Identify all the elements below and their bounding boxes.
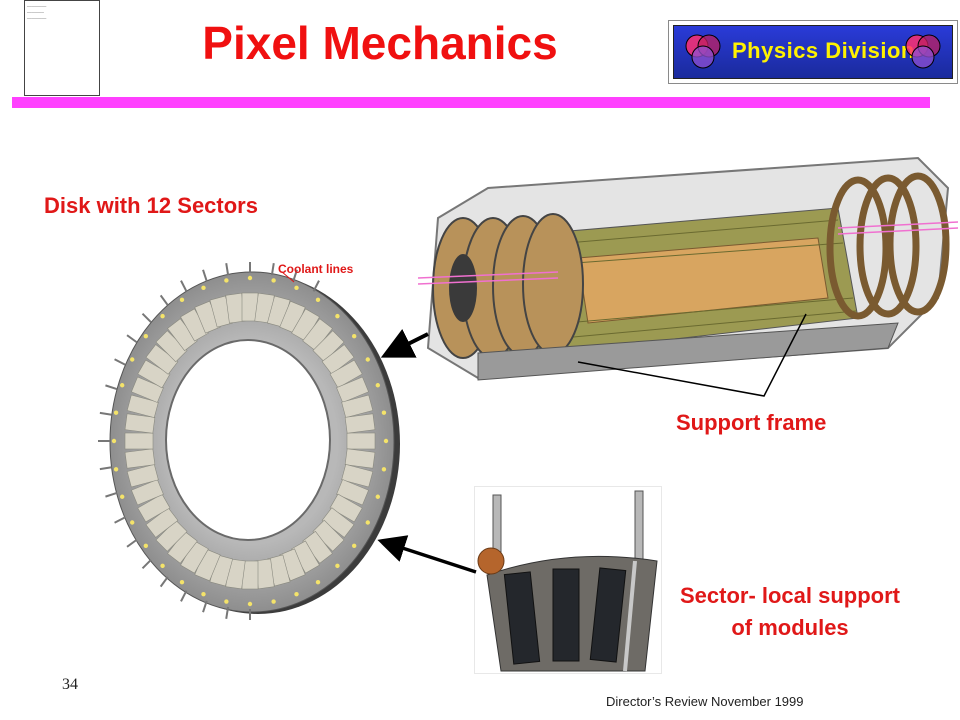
rim-dot xyxy=(160,563,165,569)
rim-dot xyxy=(143,334,149,339)
rim-dot xyxy=(179,579,185,585)
disk-module xyxy=(346,432,376,450)
support-frame-label: Support frame xyxy=(676,410,827,435)
disk-pin xyxy=(105,491,118,498)
disk-pin xyxy=(114,516,126,524)
disk-pin xyxy=(114,358,126,366)
rim-dot xyxy=(160,313,165,319)
detector-barrel-illustration xyxy=(418,156,958,381)
rim-dot xyxy=(271,599,276,604)
rim-dot xyxy=(335,563,340,569)
disk-pin xyxy=(126,334,138,344)
rim-dot xyxy=(315,579,321,585)
rim-dot xyxy=(381,467,387,472)
disk-module xyxy=(131,479,164,506)
disk-pin xyxy=(159,294,169,306)
disk-pin xyxy=(159,576,169,588)
rim-dot xyxy=(315,297,321,303)
rim-dot xyxy=(224,278,229,283)
disk-illustration xyxy=(98,262,400,620)
disk-pin xyxy=(312,280,320,292)
rim-dot xyxy=(247,601,253,607)
disk-pin xyxy=(202,600,208,613)
footer-text: Director’s Review November 1999 xyxy=(606,694,804,709)
rim-dot xyxy=(335,313,340,319)
disk-pin xyxy=(180,590,188,602)
rim-dot xyxy=(375,383,380,388)
disk-module xyxy=(131,376,164,403)
rim-dot xyxy=(375,494,380,499)
rim-dot xyxy=(113,467,119,472)
rim-dot xyxy=(179,297,185,303)
disk-module xyxy=(312,330,345,363)
disk-pin xyxy=(270,263,275,276)
disk-pin xyxy=(99,466,112,471)
disk-pin xyxy=(141,559,152,569)
sector-label-line1: Sector- local support xyxy=(679,583,901,608)
disk-module xyxy=(126,463,159,488)
rim-dot xyxy=(113,410,119,415)
rim-dot xyxy=(111,438,117,444)
rim-dot xyxy=(201,591,206,597)
disk-module xyxy=(321,344,355,375)
disk-module xyxy=(124,413,156,434)
rim-dot xyxy=(383,438,389,444)
rim-dot xyxy=(294,591,299,597)
document-stamp: ──────── ─────── ──────── xyxy=(24,0,100,96)
disk-module xyxy=(137,493,171,523)
rim-dot xyxy=(120,383,125,388)
rim-dot xyxy=(143,543,149,548)
rim-dot xyxy=(130,357,135,362)
slide-title: Pixel Mechanics xyxy=(202,17,558,69)
disk-pin xyxy=(99,411,112,416)
badge-panel: Physics Division xyxy=(673,25,953,79)
disk-module xyxy=(329,359,363,389)
rim-dot xyxy=(351,543,357,548)
rim-dot xyxy=(201,285,206,291)
sector-photo xyxy=(474,486,662,674)
badge-text: Physics Division xyxy=(732,38,915,63)
rim-dot xyxy=(224,599,229,604)
disk-module xyxy=(336,479,369,506)
physics-division-badge: Physics Division xyxy=(668,20,958,84)
disk-pin xyxy=(225,606,230,619)
disk-module xyxy=(341,463,374,488)
disk-pin xyxy=(180,280,188,292)
disk-module xyxy=(155,519,188,552)
disk-module xyxy=(126,394,159,419)
rim-dot xyxy=(381,410,387,415)
sector-label-line2: of modules xyxy=(731,615,849,640)
disk-pin xyxy=(105,384,118,391)
disk-pin xyxy=(126,538,138,548)
disk-module xyxy=(124,448,156,469)
disk-label: Disk with 12 Sectors xyxy=(44,193,258,218)
page-number: 34 xyxy=(62,676,78,693)
rim-dot xyxy=(247,275,253,281)
disk-pin xyxy=(225,263,230,276)
venn-circles-icon xyxy=(685,34,721,69)
disk-pin xyxy=(202,269,208,282)
rim-dot xyxy=(120,494,125,499)
title-divider xyxy=(12,97,930,108)
disk-module xyxy=(336,376,369,403)
sector-label: Sector- local support of modules xyxy=(640,580,940,644)
rim-dot xyxy=(130,520,135,525)
rim-dot xyxy=(271,278,276,283)
venn-circles-icon xyxy=(905,34,941,69)
coolant-lines-label: Coolant lines xyxy=(278,262,354,276)
disk-module xyxy=(124,432,154,450)
disk-pin xyxy=(141,313,152,323)
disk-module xyxy=(329,493,363,523)
disk-module xyxy=(344,448,376,469)
rim-dot xyxy=(365,520,370,525)
rim-dot xyxy=(294,285,299,291)
rim-dot xyxy=(351,334,357,339)
disk-module xyxy=(145,507,179,538)
sector-photo-graphic xyxy=(477,490,658,672)
disk-module xyxy=(344,413,376,434)
rim-dot xyxy=(365,357,370,362)
disk-module xyxy=(341,394,374,419)
disk-module xyxy=(137,359,171,389)
